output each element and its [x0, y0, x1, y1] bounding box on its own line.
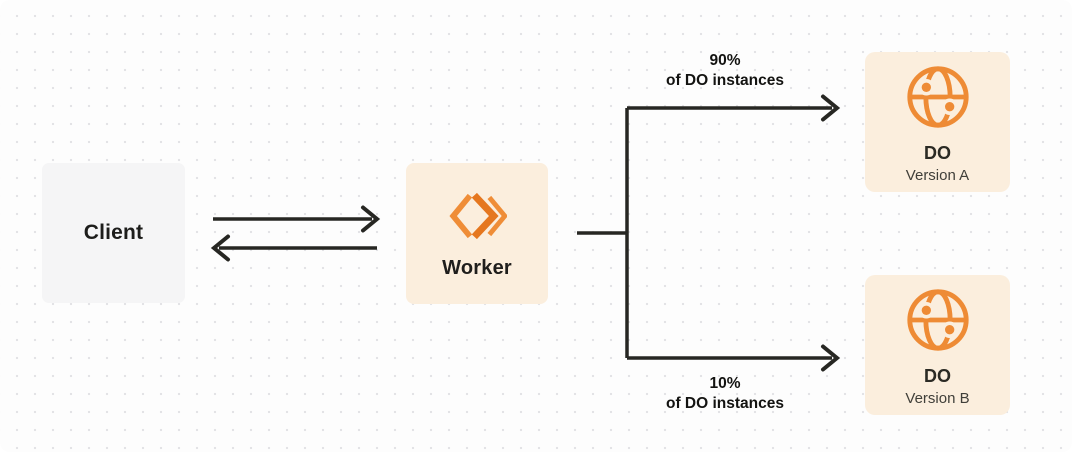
branch-label-90: 90% of DO instances [627, 51, 823, 91]
traffic-split-connector [577, 106, 832, 360]
client-to-worker-arrow [213, 205, 381, 233]
branch-percent-10: 10% [709, 375, 741, 392]
durable-object-globe-icon [903, 62, 973, 132]
workers-chevrons-icon [447, 191, 507, 241]
durable-object-globe-icon [903, 285, 973, 355]
do-b-title: DO [924, 365, 951, 386]
branch-caption-90: of DO instances [666, 72, 784, 89]
do-version-b-node: DO Version B [865, 275, 1010, 415]
do-a-subtitle: Version A [905, 166, 970, 184]
arrow-to-version-b [821, 344, 841, 372]
do-b-subtitle: Version B [905, 389, 970, 407]
do-version-a-node: DO Version A [865, 52, 1010, 192]
branch-percent-90: 90% [709, 52, 741, 69]
client-node: Client [42, 163, 185, 303]
worker-label: Worker [442, 257, 512, 279]
branch-caption-10: of DO instances [666, 395, 784, 412]
arrow-to-version-a [821, 94, 841, 122]
do-a-title: DO [924, 142, 951, 163]
worker-node: Worker [406, 163, 548, 304]
worker-to-client-arrow [210, 234, 377, 262]
branch-label-10: 10% of DO instances [627, 374, 823, 414]
client-label: Client [83, 221, 144, 244]
